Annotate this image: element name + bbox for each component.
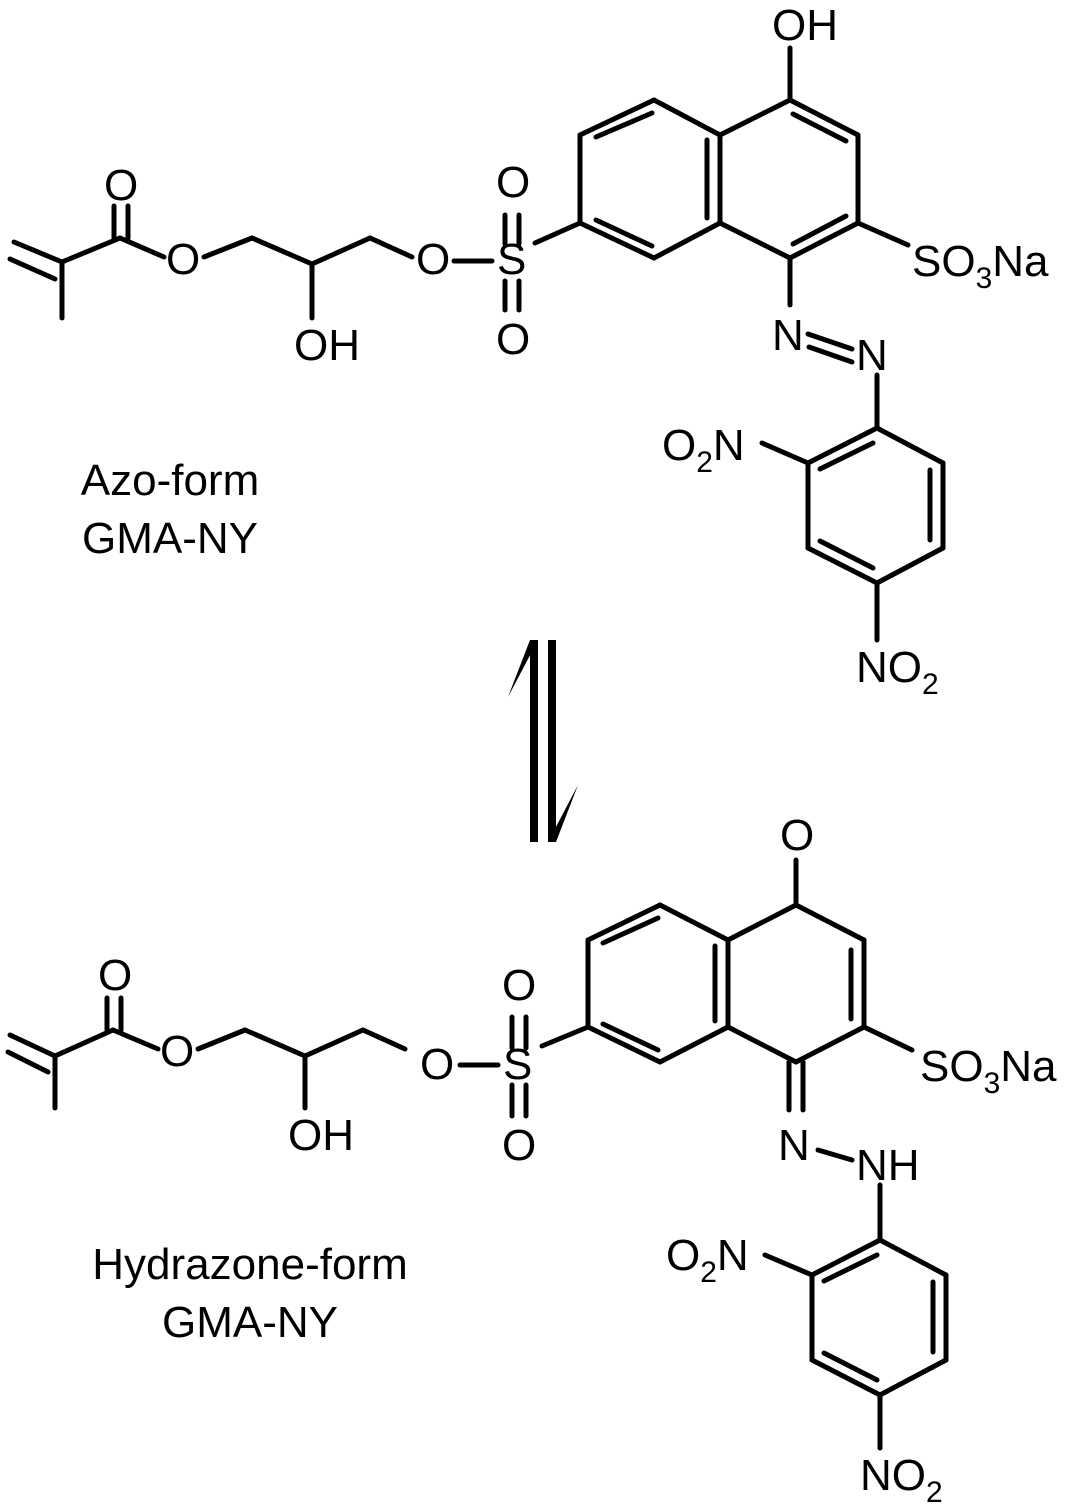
azo-sulfonate-o-label: O: [416, 235, 450, 284]
hydrazone-structure: [5, 857, 949, 1451]
azo-sulfur-label: S: [497, 235, 526, 284]
azo-form-caption: Azo-form GMA-NY: [20, 452, 320, 568]
hydrazone-sulfur-label: S: [503, 1040, 532, 1089]
azo-sulfonyl-o-top-label: O: [496, 158, 530, 207]
azo-n2-label: N: [856, 331, 888, 380]
hydrazone-sulfonate-group-label: SO3Na: [920, 1042, 1057, 1100]
hydrazone-imine-n-label: N: [778, 1121, 810, 1170]
hydrazone-sulfonyl-o-bottom-label: O: [502, 1121, 536, 1170]
hydrazone-form-title: Hydrazone-form: [92, 1240, 408, 1289]
azo-hydroxyl-label: OH: [294, 321, 360, 370]
azo-form-title: Azo-form: [80, 456, 260, 505]
hydrazone-hydroxyl-label: OH: [288, 1111, 354, 1160]
azo-naphthol-oh-label: OH: [772, 1, 838, 50]
azo-structure: [7, 45, 946, 643]
azo-nitro-para-label: NO2: [856, 643, 939, 701]
hydrazone-carbonyl-o-label: O: [98, 951, 132, 1000]
hydrazone-sulfonate-o-label: O: [420, 1040, 454, 1089]
hydrazone-quinone-o-label: O: [780, 811, 814, 860]
azo-sulfonyl-o-bottom-label: O: [496, 315, 530, 364]
hydrazone-nitro-para-label: NO2: [860, 1451, 943, 1509]
azo-sulfonate-group-label: SO3Na: [912, 237, 1049, 295]
azo-n1-label: N: [772, 311, 804, 360]
equilibrium-arrows-icon: [508, 640, 578, 842]
hydrazone-form-caption: Hydrazone-form GMA-NY: [40, 1236, 460, 1352]
azo-carbonyl-o-label: O: [104, 161, 138, 210]
hydrazone-form-compound: GMA-NY: [162, 1298, 338, 1347]
hydrazone-nh-label: NH: [856, 1141, 920, 1190]
azo-form-compound: GMA-NY: [82, 514, 258, 563]
hydrazone-sulfonyl-o-top-label: O: [502, 961, 536, 1010]
azo-ester-o-label: O: [166, 235, 200, 284]
hydrazone-nitro-ortho-label: O2N: [666, 1231, 749, 1289]
hydrazone-ester-o-label: O: [160, 1027, 194, 1076]
azo-nitro-ortho-label: O2N: [662, 421, 745, 479]
